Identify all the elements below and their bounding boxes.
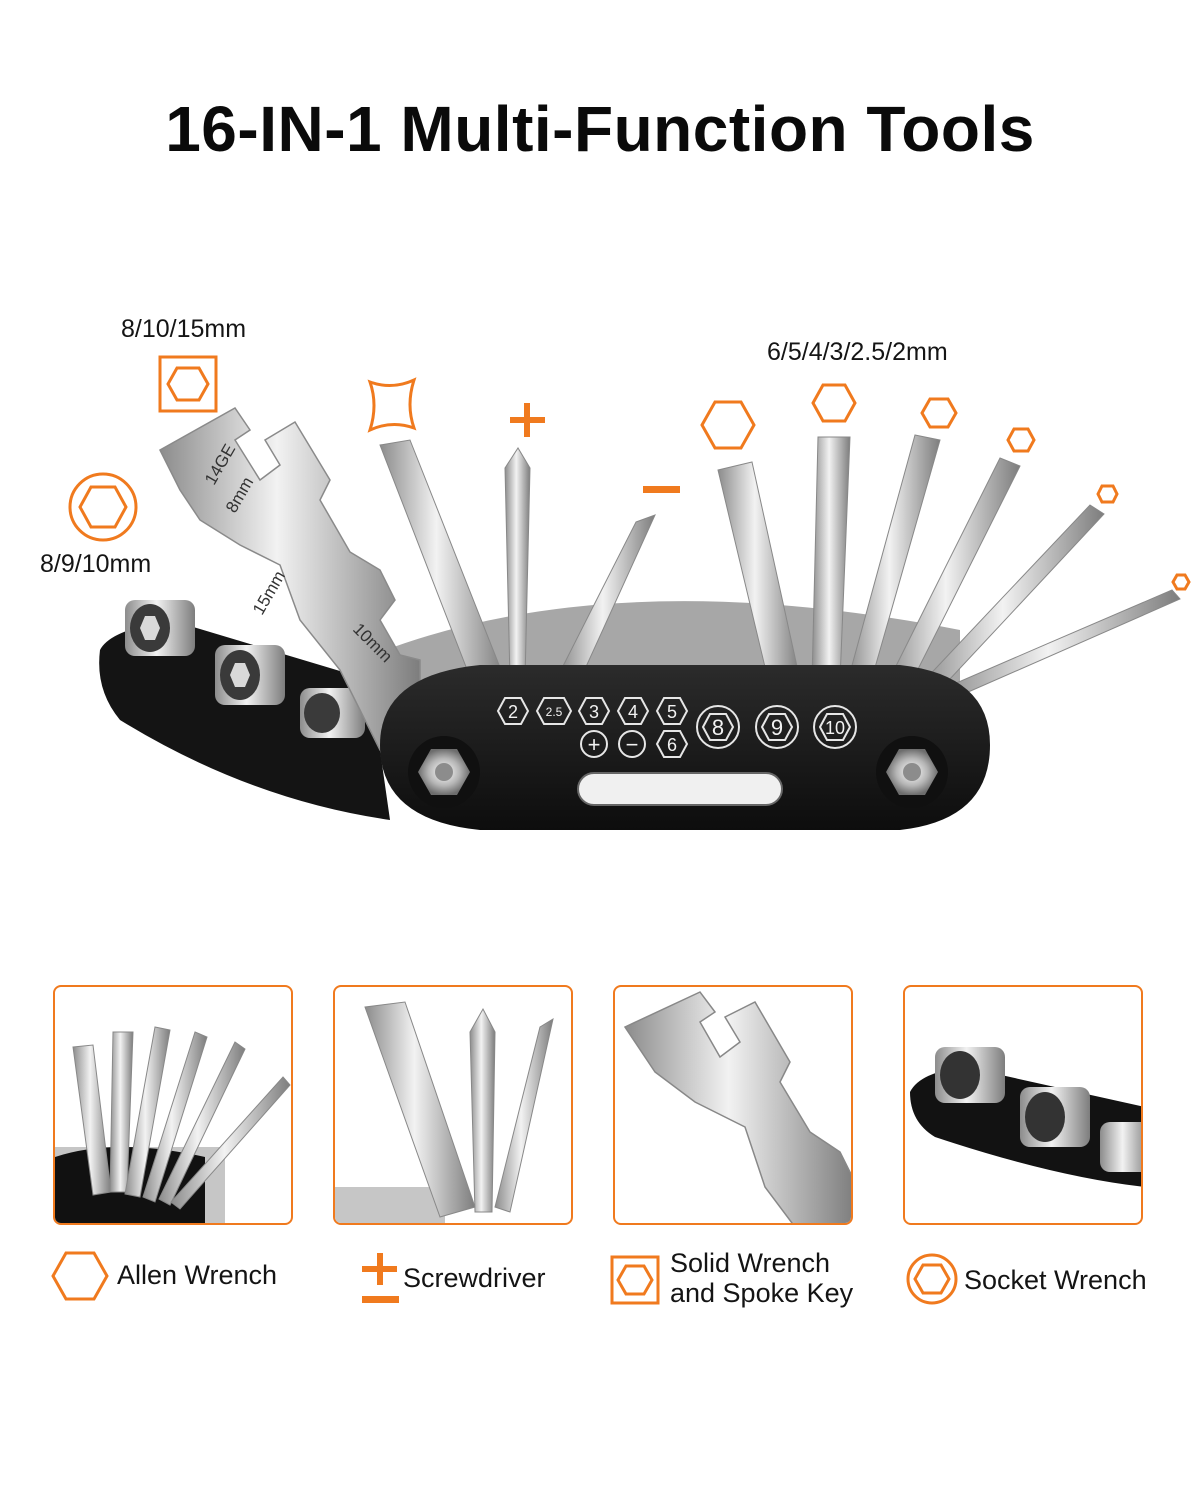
mark-minus: −	[626, 732, 639, 757]
multitool-illustration: 14GE 8mm 15mm 10mm	[0, 300, 1200, 860]
torx-icon	[367, 377, 417, 433]
mark-2-5: 2.5	[546, 705, 563, 719]
caption-solid-wrench: Solid Wrench and Spoke Key	[670, 1248, 853, 1308]
page-title: 16-IN-1 Multi-Function Tools	[165, 93, 1035, 165]
size-markings	[496, 697, 857, 758]
circle-hexagon-icon	[68, 472, 138, 542]
allen-size-label: 6/5/4/3/2.5/2mm	[767, 338, 948, 366]
caption-solid-wrench-line1: Solid Wrench	[670, 1248, 831, 1278]
allen-keys	[717, 434, 1181, 701]
mark-8: 8	[712, 715, 724, 740]
plus-icon	[510, 403, 545, 437]
caption-socket-wrench: Socket Wrench	[964, 1265, 1147, 1295]
socket-8mm	[125, 600, 195, 656]
square-hexagon-icon	[610, 1255, 660, 1305]
panel-screwdriver	[333, 985, 573, 1225]
minus-icon	[643, 486, 680, 493]
mark-9: 9	[771, 715, 783, 740]
mark-4: 4	[628, 702, 638, 722]
solid-wrench	[159, 407, 421, 751]
allen-size-icons	[700, 383, 1191, 591]
caption-allen-wrench: Allen Wrench	[117, 1260, 278, 1290]
hexagon-icon	[51, 1251, 109, 1301]
svg-text:15mm: 15mm	[249, 568, 289, 618]
socket-10mm	[300, 688, 365, 738]
panel-socket-wrench	[903, 985, 1143, 1225]
mark-3: 3	[589, 702, 599, 722]
mark-2: 2	[508, 702, 518, 722]
panel-allen-wrench	[53, 985, 293, 1225]
phillips-bit	[504, 447, 531, 681]
caption-screwdriver: Screwdriver	[403, 1263, 546, 1293]
caption-solid-wrench-line2: and Spoke Key	[670, 1278, 854, 1308]
mark-plus: +	[588, 732, 601, 757]
mark-10: 10	[825, 718, 845, 738]
body-slot	[577, 772, 783, 806]
panel-solid-wrench	[613, 985, 853, 1225]
socket-size-label: 8/9/10mm	[40, 550, 152, 578]
square-hexagon-icon	[158, 355, 218, 413]
left-bolt	[408, 736, 480, 808]
right-bolt	[876, 736, 948, 808]
solid-wrench-size-label: 8/10/15mm	[121, 315, 247, 343]
mark-6: 6	[667, 735, 677, 755]
socket-9mm	[215, 645, 285, 705]
plus-minus-icon	[362, 1253, 399, 1303]
mark-5: 5	[667, 702, 677, 722]
circle-hexagon-icon	[906, 1253, 958, 1305]
